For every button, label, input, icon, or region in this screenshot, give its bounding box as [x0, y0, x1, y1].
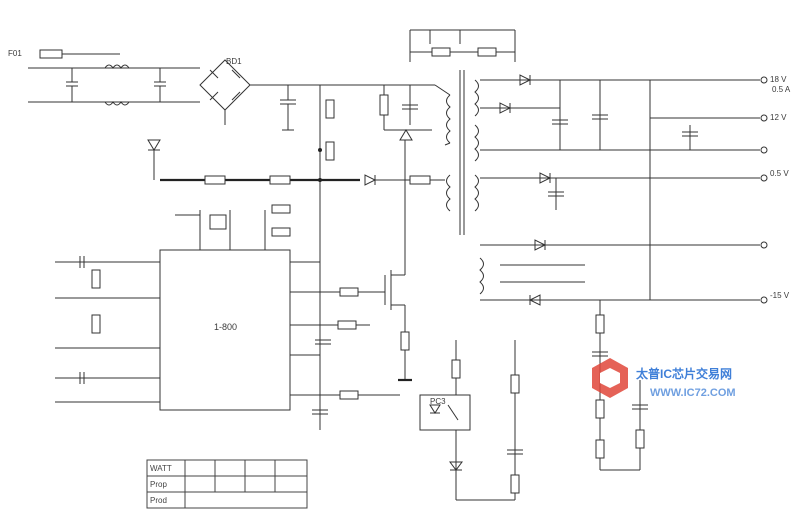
input-section: F01: [8, 49, 200, 106]
transformer: [434, 70, 479, 235]
output-2-label: 12 V: [770, 113, 787, 122]
feedback-section: [449, 300, 648, 501]
watermark: 太普IC芯片交易网 WWW.IC72.COM: [592, 358, 736, 399]
spec-table: WATT Prop Prod: [146, 459, 308, 509]
controller-ic: 1-800: [55, 204, 400, 411]
watermark-text: 太普IC芯片交易网: [636, 366, 732, 381]
opto-label: PC3: [430, 397, 446, 406]
mosfet: [320, 140, 412, 382]
ic-label: 1-800: [214, 322, 237, 332]
output-1-current: 0.5 A: [772, 85, 791, 94]
bridge-rectifier: BD1: [199, 57, 320, 125]
watermark-url: WWW.IC72.COM: [650, 387, 736, 399]
output-3-label: 0.5 V: [770, 169, 789, 178]
table-cell: WATT: [150, 464, 172, 473]
watermark-logo-icon: [592, 358, 628, 398]
snubber-clamp: [379, 85, 432, 141]
ic-body: [159, 249, 291, 411]
secondary-outputs: [479, 74, 768, 306]
top-rc-network: [409, 29, 516, 62]
optocoupler: PC3: [419, 394, 471, 431]
fuse: [39, 49, 63, 59]
bridge-label: BD1: [226, 57, 242, 66]
bulk-capacitor: [280, 85, 296, 131]
table-cell: Prod: [150, 496, 167, 505]
fuse-label: F01: [8, 49, 22, 58]
output-1-label: 18 V: [770, 75, 787, 84]
table-cell: Prop: [150, 480, 167, 489]
resistor-ladder: [318, 99, 335, 182]
output-4-label: -15 V: [770, 291, 790, 300]
